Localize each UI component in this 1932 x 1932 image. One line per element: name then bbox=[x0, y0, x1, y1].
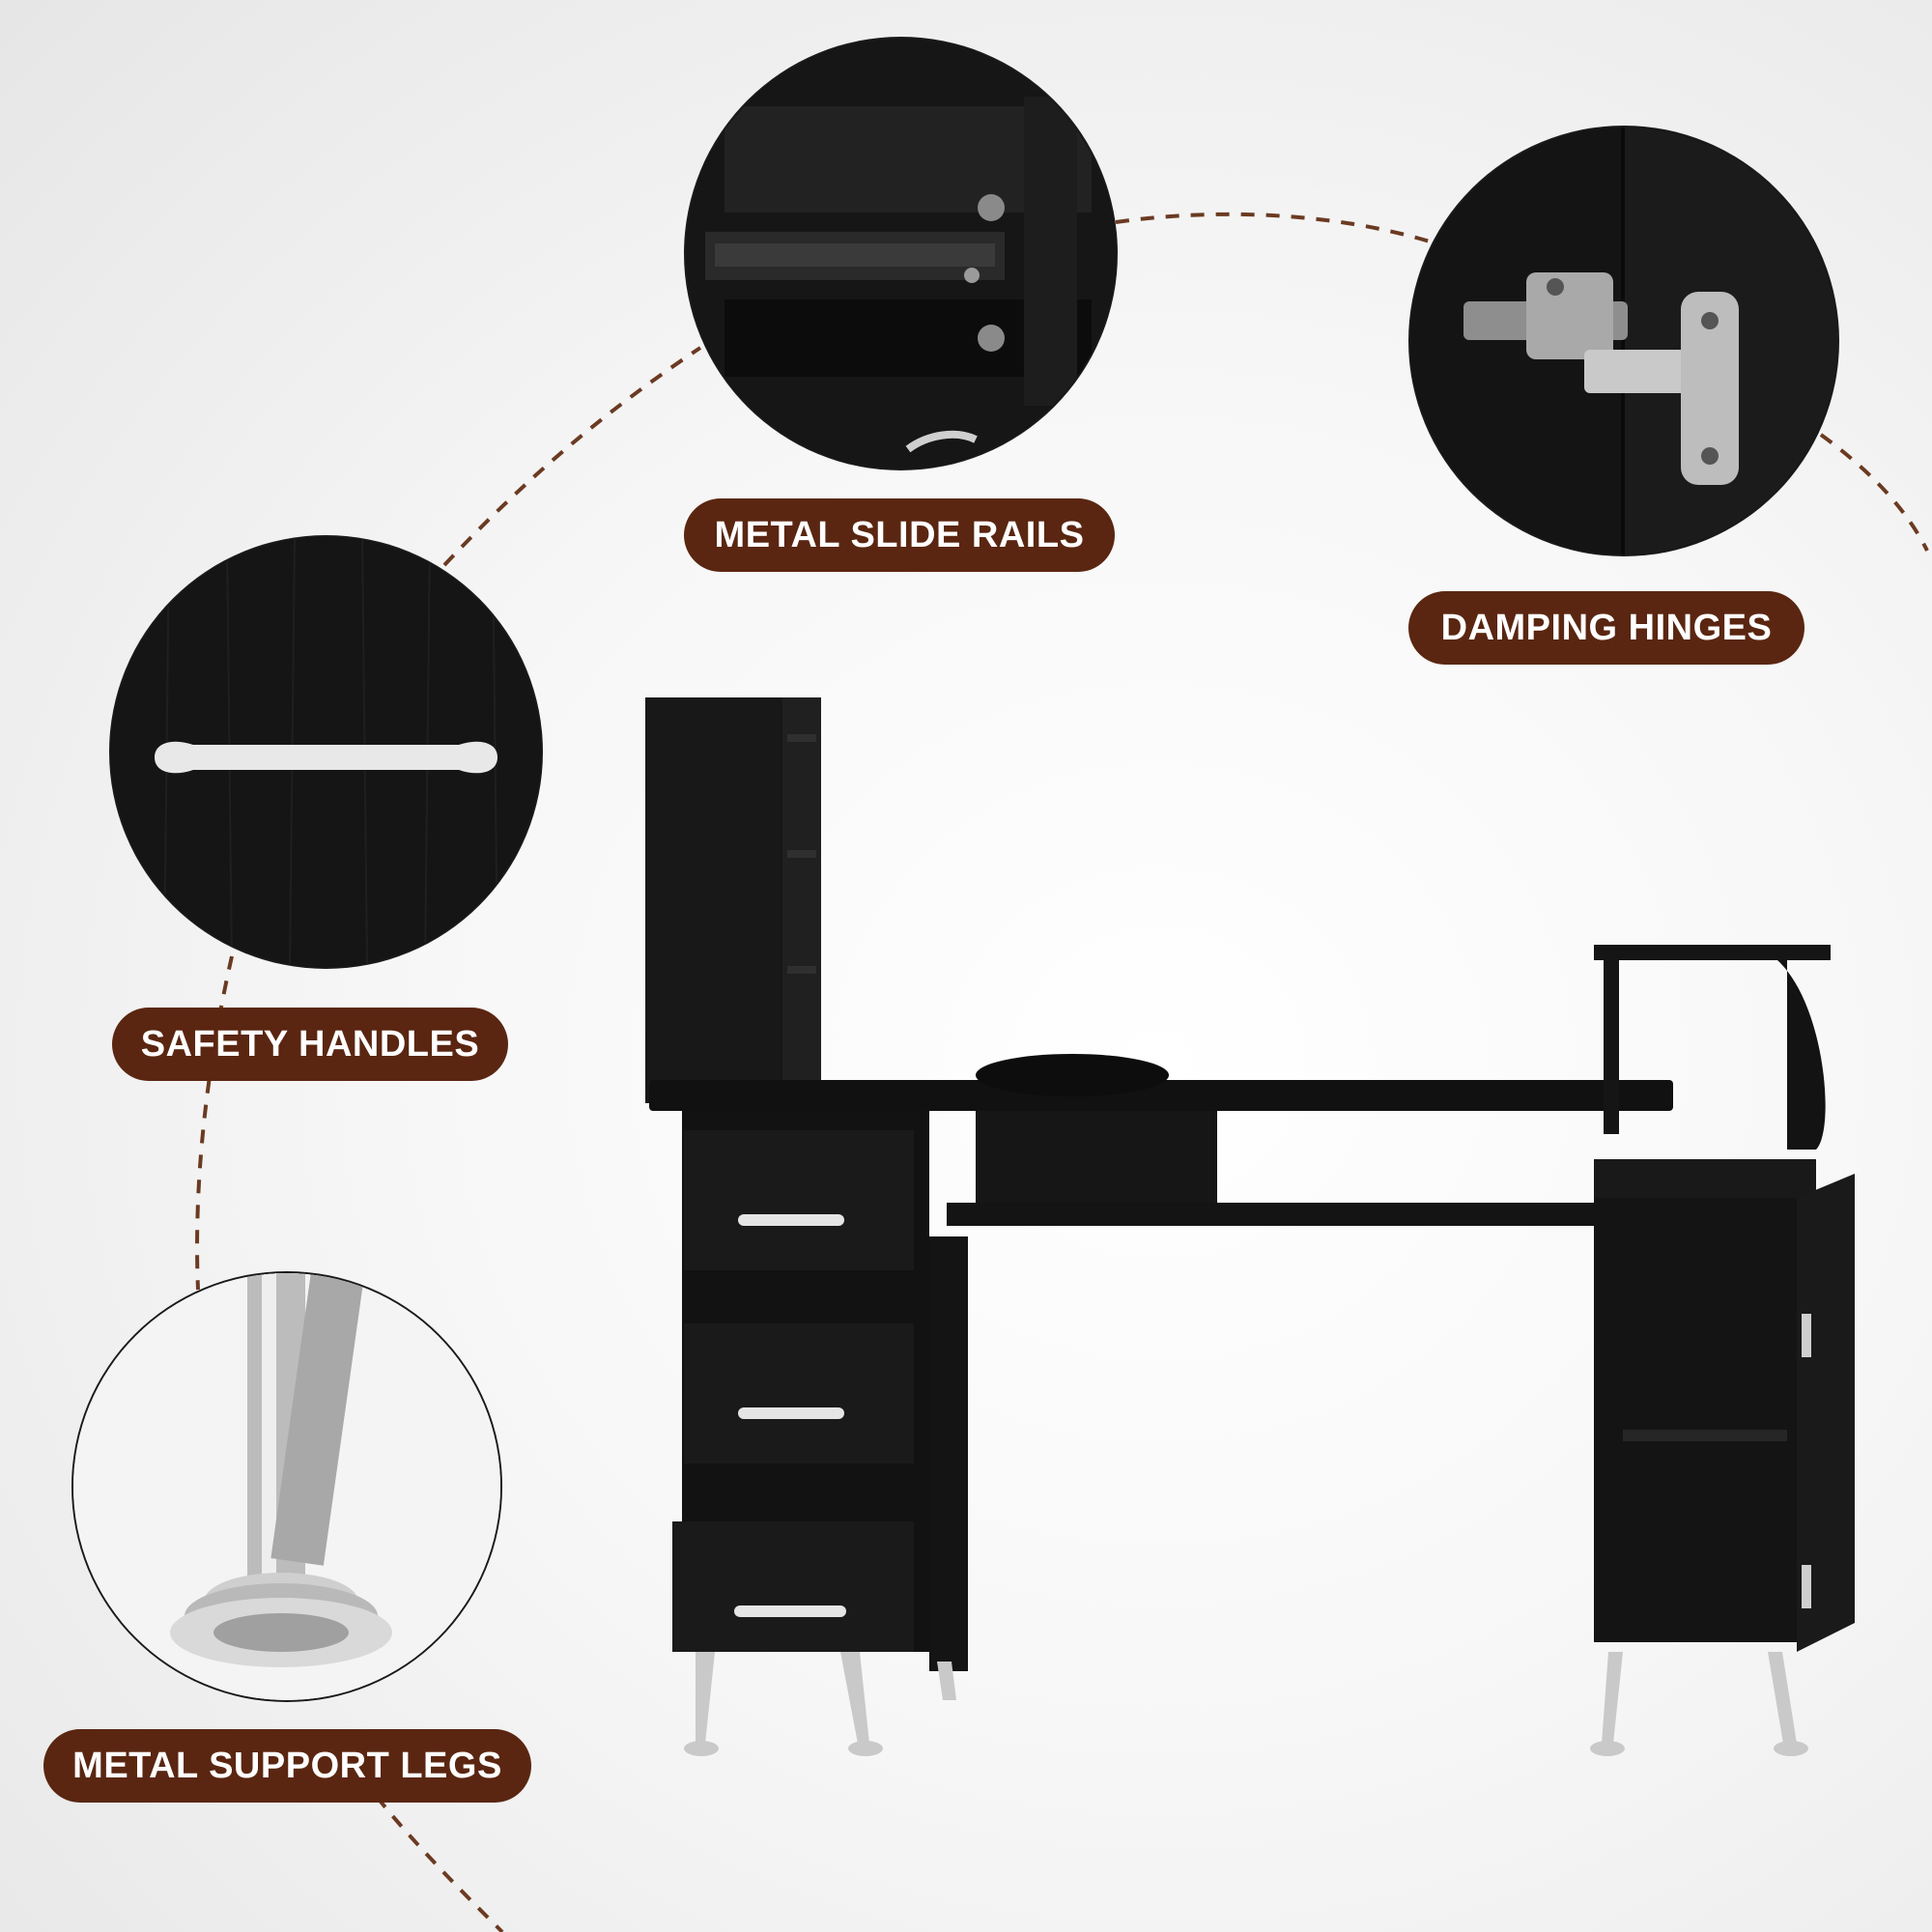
drawer-3 bbox=[672, 1521, 914, 1652]
chrome-leg-closeup-icon bbox=[73, 1273, 500, 1700]
arm-rest bbox=[976, 1054, 1169, 1096]
handles-photo bbox=[111, 537, 541, 967]
drawer-1 bbox=[684, 1130, 914, 1270]
hinge-closeup-icon bbox=[1410, 128, 1837, 554]
top-shelf bbox=[1594, 945, 1831, 960]
hinges-photo bbox=[1410, 128, 1837, 554]
cabinet bbox=[1594, 1198, 1797, 1642]
legs-photo bbox=[73, 1273, 500, 1700]
hinges-label: DAMPING HINGES bbox=[1408, 591, 1804, 665]
metal-legs bbox=[684, 1652, 1808, 1756]
left-shelf-tower bbox=[645, 697, 790, 1103]
slide-rails-photo bbox=[686, 39, 1116, 469]
cabinet-door bbox=[1797, 1174, 1855, 1652]
drawer-3-handle bbox=[734, 1605, 846, 1617]
drawer-2 bbox=[684, 1323, 914, 1463]
drawer-slide-rail-closeup-icon bbox=[686, 39, 1116, 469]
legs-label: METAL SUPPORT LEGS bbox=[43, 1729, 531, 1803]
slide-rails-label: METAL SLIDE RAILS bbox=[684, 498, 1115, 572]
tabletop bbox=[649, 1080, 1673, 1111]
drawer-1-handle bbox=[738, 1214, 844, 1226]
manicure-table-illustration bbox=[645, 697, 1855, 1756]
handles-label: SAFETY HANDLES bbox=[112, 1008, 508, 1081]
drawer-2-handle bbox=[738, 1407, 844, 1419]
drawer-handle-closeup-icon bbox=[111, 537, 541, 967]
